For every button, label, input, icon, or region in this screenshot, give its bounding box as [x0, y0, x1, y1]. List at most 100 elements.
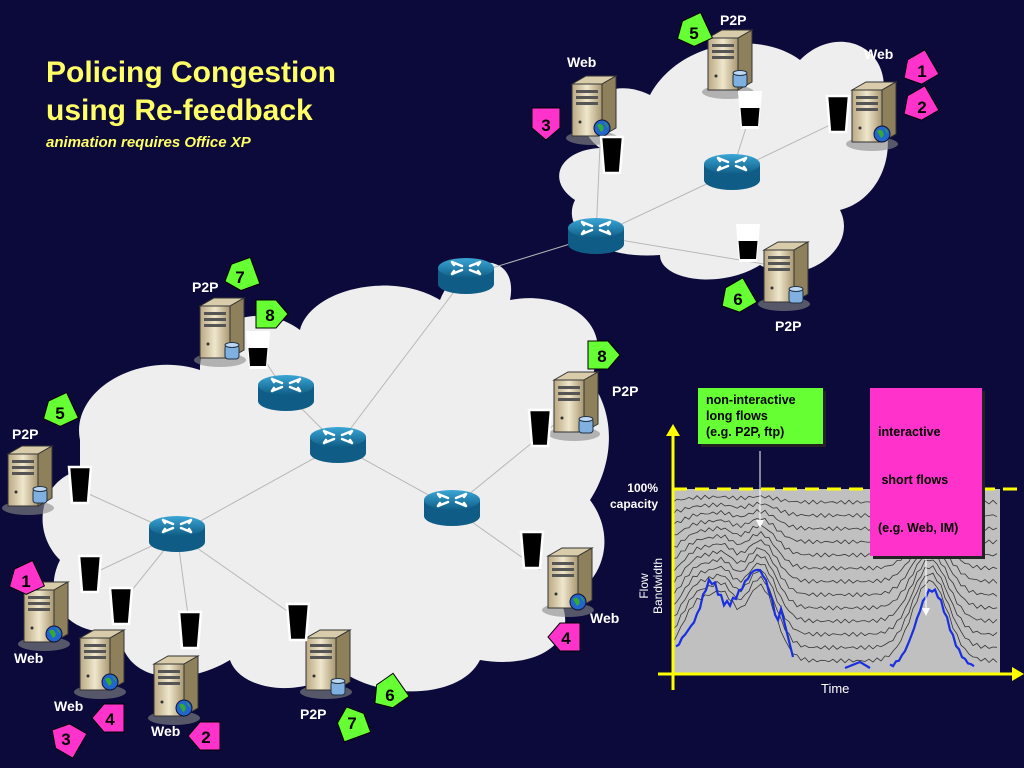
svg-text:2: 2 [201, 728, 210, 747]
server-label: P2P [300, 706, 327, 722]
server-label: Web [151, 723, 181, 739]
badge-arrow: 6 [366, 672, 410, 716]
badge-arrow: 8 [255, 299, 289, 329]
svg-text:5: 5 [55, 404, 64, 423]
title-line: Policing Congestion [46, 56, 336, 89]
badge-arrow: 4 [547, 622, 581, 652]
server-label: Web [864, 46, 894, 62]
server-icon [1, 445, 55, 516]
svg-text:4: 4 [561, 629, 571, 648]
router-icon [308, 425, 368, 465]
server-label: Web [590, 610, 620, 626]
main-network-cloud [42, 262, 609, 692]
svg-text:1: 1 [917, 62, 926, 81]
bucket-icon [519, 530, 545, 570]
badge-arrow: 1 [896, 49, 940, 91]
server-icon [845, 81, 899, 152]
pointer-arrowhead-icon [922, 608, 930, 616]
legend-line: interactive [878, 425, 941, 439]
capacity-label-line: 100% [627, 481, 658, 495]
y-axis-label-line: Flow [637, 573, 651, 599]
bucket-icon [77, 554, 103, 594]
server-label: P2P [612, 383, 639, 399]
flow-line [672, 565, 998, 637]
flow-line [672, 559, 998, 624]
slide-title: Policing Congestion using Re-feedback [46, 54, 336, 130]
y-axis-arrow-icon [666, 424, 680, 436]
badge-arrow: 6 [714, 277, 758, 319]
legend-line: (e.g. P2P, ftp) [706, 425, 785, 439]
svg-text:3: 3 [61, 730, 70, 749]
server-icon [541, 547, 595, 618]
badge-arrow: 3 [531, 107, 561, 141]
server-label: Web [54, 698, 84, 714]
server-icon [547, 371, 601, 442]
svg-text:7: 7 [235, 268, 244, 287]
legend-line: non-interactive [706, 393, 796, 407]
server-icon [701, 29, 755, 100]
router-icon [566, 216, 626, 256]
legend-line: long flows [706, 409, 768, 423]
bucket-icon [67, 465, 93, 505]
bucket-full-icon [246, 331, 270, 369]
capacity-label: 100% capacity [600, 480, 658, 512]
legend-line: (e.g. Web, IM) [878, 521, 959, 535]
badge-arrow: 5 [671, 12, 713, 52]
badge-arrow: 8 [587, 340, 621, 370]
server-icon [73, 629, 127, 700]
bucket-icon [108, 586, 134, 626]
x-axis-label: Time [821, 681, 850, 696]
highlighted-flow-line [675, 568, 975, 670]
flow-line [672, 551, 998, 611]
server-label: P2P [720, 12, 747, 28]
y-axis-label: Flow Bandwidth [637, 541, 665, 631]
legend-line: short flows [878, 473, 949, 487]
server-icon [565, 75, 619, 146]
server-label: Web [14, 650, 44, 666]
router-icon [422, 488, 482, 528]
interactive-legend-box: interactive short flows (e.g. Web, IM) [870, 388, 982, 556]
flow-line [672, 572, 998, 651]
server-icon [299, 629, 353, 700]
server-icon [147, 655, 201, 726]
title-line: using Re-feedback [46, 94, 313, 127]
badge-arrow: 2 [187, 721, 221, 751]
svg-text:1: 1 [21, 572, 30, 591]
bucket-icon [285, 602, 311, 642]
svg-text:2: 2 [917, 98, 926, 117]
server-icon [193, 297, 247, 368]
flow-line [672, 542, 998, 598]
svg-text:6: 6 [385, 686, 394, 705]
slide-subtitle: animation requires Office XP [46, 134, 251, 151]
router-icon [702, 152, 762, 192]
capacity-label-line: capacity [609, 497, 658, 511]
badge-arrow: 7 [332, 701, 372, 743]
pointer-arrowhead-icon [756, 520, 764, 528]
server-label: P2P [775, 318, 802, 334]
badge-arrow: 2 [896, 85, 940, 127]
badge-arrow: 3 [44, 717, 88, 759]
svg-text:3: 3 [541, 116, 550, 135]
bucket-icon [527, 408, 553, 448]
svg-text:8: 8 [597, 347, 606, 366]
router-icon [147, 514, 207, 554]
non-interactive-legend-box: non-interactive long flows (e.g. P2P, ft… [698, 388, 823, 444]
bucket-full-icon [736, 224, 760, 262]
svg-text:4: 4 [105, 710, 115, 729]
flow-line [672, 579, 998, 664]
router-icon [436, 256, 496, 296]
y-axis-label-line: Bandwidth [651, 557, 665, 615]
badge-arrow: 5 [37, 392, 79, 432]
bucket-icon [825, 94, 851, 134]
svg-text:6: 6 [733, 290, 742, 309]
bucket-icon [599, 135, 625, 175]
badge-arrow: 1 [3, 560, 45, 600]
server-label: P2P [192, 279, 219, 295]
server-label: Web [567, 54, 597, 70]
x-axis-arrow-icon [1012, 667, 1024, 681]
badge-arrow: 4 [91, 703, 125, 733]
bucket-full-icon [738, 91, 762, 129]
server-icon [757, 241, 811, 312]
svg-text:5: 5 [689, 24, 698, 43]
bucket-icon [177, 610, 203, 650]
